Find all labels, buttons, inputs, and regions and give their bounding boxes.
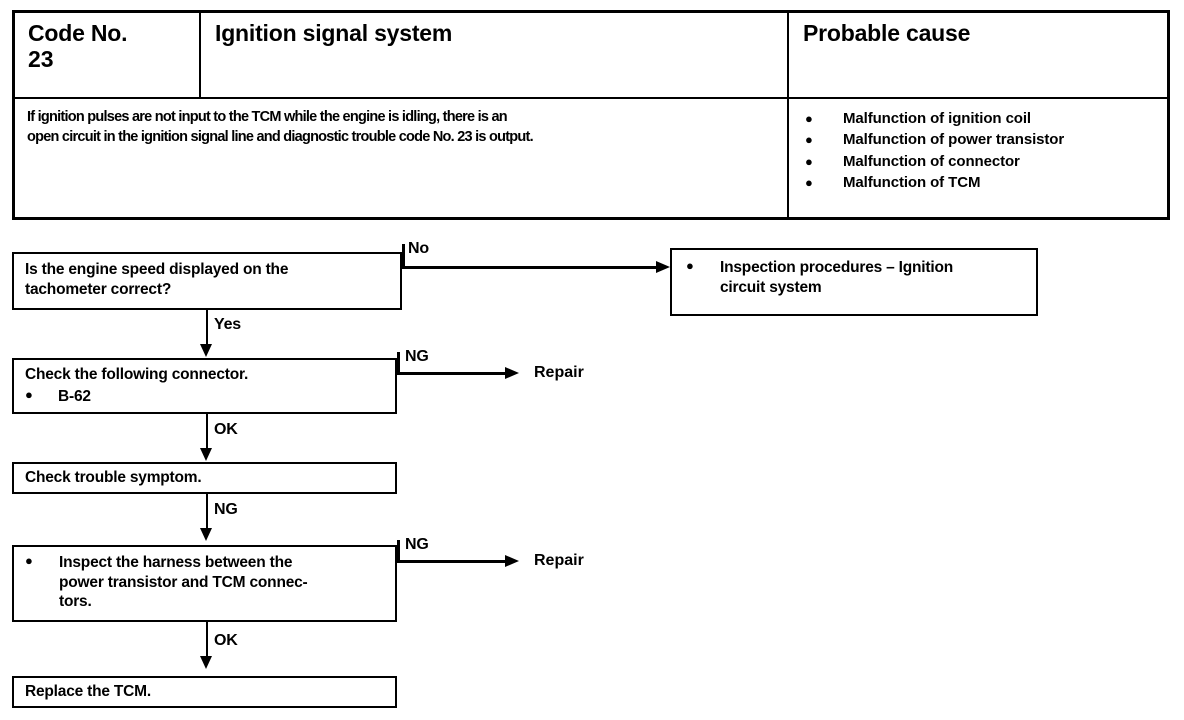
table-header-row: Code No. 23 Ignition signal system Proba…: [15, 13, 1167, 99]
bullet-icon: ●: [686, 258, 694, 273]
flow-box-check-connector: Check the following connector. ● B-62: [12, 358, 397, 414]
probable-cause-text: Malfunction of connector: [843, 152, 1020, 170]
connector-ok1-line: [205, 414, 208, 454]
description-cell: If ignition pulses are not input to the …: [15, 99, 789, 217]
edge-label-ng-2: NG: [214, 501, 238, 518]
edge-label-no: No: [408, 240, 429, 257]
probable-cause-title: Probable cause: [803, 20, 971, 46]
connector-yes-line: [205, 310, 208, 350]
bullet-icon: ●: [805, 153, 813, 169]
connector-yes-arrowhead: [200, 344, 212, 357]
edge-label-ng-1: NG: [405, 348, 429, 365]
connector-ng1-stub: [397, 352, 400, 374]
code-no-label: Code No.: [28, 20, 128, 46]
system-title-cell: Ignition signal system: [201, 13, 789, 97]
flow-box-inspect-harness-text: Inspect the harness between the power tr…: [59, 554, 308, 611]
list-item: ● Malfunction of power transistor: [805, 129, 1167, 150]
connector-ng2-line: [205, 494, 208, 534]
flow-box-replace-tcm: Replace the TCM.: [12, 676, 397, 708]
connector-ok2-arrowhead: [200, 656, 212, 669]
flow-box-inspection-procedures-text: Inspection procedures – Ignition circuit…: [720, 259, 954, 296]
connector-ng3-line: [397, 560, 509, 563]
code-no-cell: Code No. 23: [15, 13, 201, 97]
flow-box-inspect-harness-item: ● Inspect the harness between the power …: [25, 553, 395, 612]
probable-cause-text: Malfunction of power transistor: [843, 131, 1065, 149]
system-title: Ignition signal system: [215, 20, 453, 46]
connector-ng1-arrowhead: [505, 366, 519, 379]
connector-ng3-arrowhead: [505, 554, 519, 567]
list-item: ● Malfunction of TCM: [805, 172, 1167, 193]
edge-label-ok-2: OK: [214, 632, 238, 649]
flow-box-replace-tcm-text: Replace the TCM.: [25, 683, 151, 700]
connector-ng1-line: [397, 372, 509, 375]
flow-box-inspection-procedures-item: ● Inspection procedures – Ignition circu…: [686, 258, 1036, 297]
connector-ng2-arrowhead: [200, 528, 212, 541]
probable-cause-list: ● Malfunction of ignition coil ● Malfunc…: [789, 99, 1167, 217]
bullet-icon: ●: [805, 174, 813, 190]
description-line-1: If ignition pulses are not input to the …: [27, 109, 508, 125]
connector-no-arrowhead: [656, 260, 670, 273]
flow-box-inspection-procedures: ● Inspection procedures – Ignition circu…: [670, 248, 1038, 316]
connector-no-stub: [402, 244, 405, 268]
flow-box-check-connector-title: Check the following connector.: [25, 366, 249, 383]
probable-cause-text: Malfunction of TCM: [843, 173, 981, 191]
result-label-repair-1: Repair: [534, 364, 584, 381]
list-item: ● Malfunction of ignition coil: [805, 108, 1167, 129]
result-label-repair-2: Repair: [534, 552, 584, 569]
description-line-2: open circuit in the ignition signal line…: [27, 128, 534, 145]
bullet-icon: ●: [805, 132, 813, 148]
table-body-row: If ignition pulses are not input to the …: [15, 99, 1167, 217]
flow-box-engine-speed-check-text: Is the engine speed displayed on the tac…: [25, 261, 289, 298]
flow-box-check-trouble-symptom-text: Check trouble symptom.: [25, 469, 202, 486]
flow-box-check-connector-item: ● B-62: [25, 387, 395, 407]
connector-no-line: [402, 266, 660, 269]
flow-box-check-connector-item-text: B-62: [58, 387, 91, 405]
probable-cause-text: Malfunction of ignition coil: [843, 110, 1032, 127]
flow-box-inspect-harness: ● Inspect the harness between the power …: [12, 545, 397, 622]
bullet-icon: ●: [25, 553, 33, 568]
edge-label-ok-1: OK: [214, 421, 238, 438]
list-item: ● Malfunction of connector: [805, 151, 1167, 172]
flow-box-engine-speed-check: Is the engine speed displayed on the tac…: [12, 252, 402, 310]
bullet-icon: ●: [805, 111, 813, 126]
code-no-value: 23: [28, 45, 54, 72]
diagnostic-code-table: Code No. 23 Ignition signal system Proba…: [12, 10, 1170, 220]
connector-ng3-stub: [397, 540, 400, 562]
connector-ok1-arrowhead: [200, 448, 212, 461]
edge-label-yes: Yes: [214, 316, 241, 333]
edge-label-ng-3: NG: [405, 536, 429, 553]
flow-box-check-trouble-symptom: Check trouble symptom.: [12, 462, 397, 494]
probable-cause-header-cell: Probable cause: [789, 13, 1167, 97]
bullet-icon: ●: [25, 386, 33, 402]
connector-ok2-line: [205, 622, 208, 662]
